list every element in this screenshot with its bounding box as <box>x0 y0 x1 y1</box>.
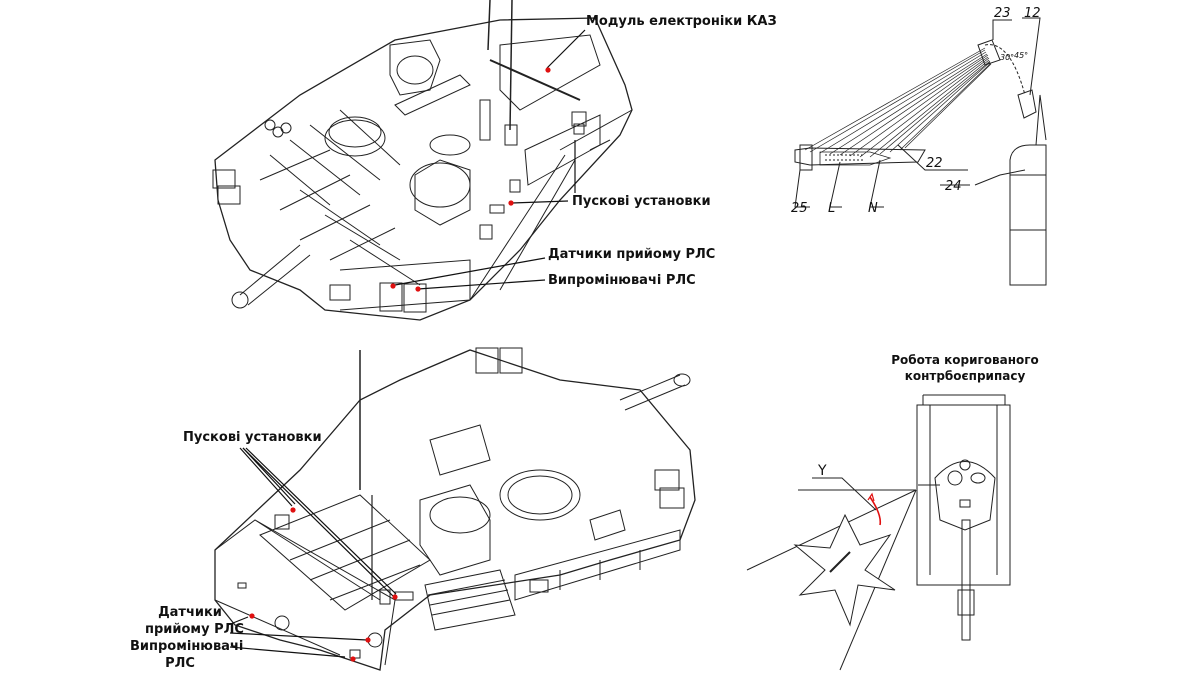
label-radar-emitters-line2: РЛС <box>165 656 195 671</box>
red-markers <box>249 67 551 662</box>
label-radar-emitters-top: Випромінювачі РЛС <box>548 273 696 288</box>
label-radar-receivers-bottom: Датчики прийому РЛС <box>145 604 244 638</box>
angle-label-y: Y <box>817 463 827 479</box>
ref-letter-l: L <box>828 201 835 216</box>
ref-number-24: 24 <box>945 179 962 194</box>
label-radar-emitters-bottom: Випромінювачі РЛС <box>130 638 244 672</box>
ref-number-23: 23 <box>994 6 1011 21</box>
angle-30: 30° <box>1000 53 1014 62</box>
ref-number-25: 25 <box>791 201 808 216</box>
intercept-title-line1: Робота коригованого <box>891 353 1039 367</box>
label-radar-receivers-top: Датчики прийому РЛС <box>548 247 716 262</box>
ref-number-22: 22 <box>926 156 943 171</box>
top-tank-drawing <box>212 0 633 321</box>
label-radar-emitters-line1: Випромінювачі <box>130 639 244 654</box>
fragment-spray-drawing <box>794 17 1047 286</box>
ref-letter-n: N <box>868 201 878 216</box>
intercept-title-line2: контрбоєприпасу <box>904 369 1026 383</box>
label-radar-receivers-line1: Датчики <box>158 605 222 620</box>
label-kaz-electronics-module: Модуль електроніки КАЗ <box>586 14 777 29</box>
intercept-drawing <box>746 394 1011 671</box>
label-launchers-bottom: Пускові установки <box>183 430 322 445</box>
angle-45: 45° <box>1014 51 1028 60</box>
intercept-title: Робота коригованого контрбоєприпасу <box>880 352 1050 384</box>
ref-number-12: 12 <box>1024 6 1041 21</box>
label-radar-receivers-line2: прийому РЛС <box>145 622 244 637</box>
bottom-tank-drawing <box>214 347 696 671</box>
leader-lines <box>227 29 586 658</box>
label-launchers-top: Пускові установки <box>572 194 711 209</box>
